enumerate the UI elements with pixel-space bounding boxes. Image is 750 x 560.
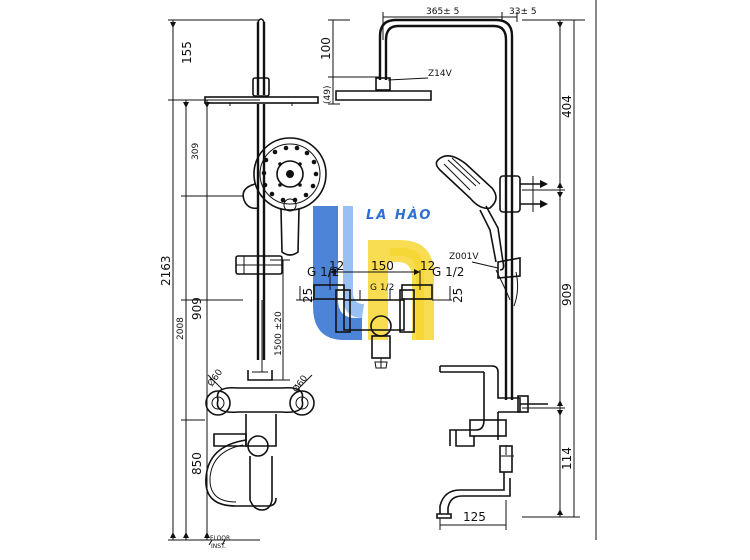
dim-base-height: 850 — [190, 452, 204, 475]
dim-thread-center: G 1/2 — [370, 283, 394, 293]
right-view-labels: 365± 5 33± 5 100 (49) Z14V 404 Z001V 909… — [319, 7, 574, 524]
mixer-body-front — [205, 370, 315, 511]
dim-arm-reach: 365± 5 — [426, 7, 459, 17]
dim-inlet-width: 150 — [371, 259, 394, 273]
dim-head-drop: 100 — [319, 37, 333, 60]
dim-offset-left: 12 — [329, 259, 344, 273]
dim-upper-height: 404 — [560, 95, 574, 118]
label-hand-model: Z001V — [449, 252, 479, 262]
center-inlet-view — [296, 269, 452, 369]
dim-top-offset: 33± 5 — [509, 7, 537, 17]
dim-offset-right: 12 — [420, 259, 435, 273]
dim-top-height: 155 — [180, 41, 194, 64]
dim-head-drop-paren: (49) — [323, 86, 333, 104]
dim-thread-left: G 1/2 — [307, 265, 339, 279]
la-hao-logo: LA HÀO — [313, 206, 434, 340]
logo-text: LA HÀO — [366, 207, 432, 223]
floor-label-inst: INST. — [211, 543, 226, 550]
dim-height-left: 25 — [301, 288, 315, 303]
center-view-labels: 150 G 1/2 12 G 1/2 12 G 1/2 25 25 — [301, 259, 465, 303]
label-head-model: Z14V — [428, 69, 453, 79]
left-front-view — [168, 18, 327, 546]
dim-rail-height: 909 — [190, 297, 204, 320]
dim-lower-height: 114 — [560, 447, 574, 470]
floor-label: FLOOR — [210, 535, 230, 542]
dim-total-height: 2163 — [159, 255, 173, 286]
dim-spout-reach: 125 — [463, 510, 486, 524]
dim-head-to-floor: 2008 — [176, 317, 186, 340]
mixer-body-side — [436, 365, 548, 519]
right-side-view — [328, 12, 585, 530]
dim-height-right: 25 — [451, 288, 465, 303]
dim-knob-diameter-left: Ø60 — [205, 367, 225, 389]
hand-shower-head-side — [435, 155, 521, 307]
dim-inlet-spacing: 1500 ±20 — [274, 311, 284, 356]
dim-rail-height-right: 909 — [560, 283, 574, 306]
dim-head-offset: 309 — [191, 143, 201, 160]
hand-shower-head-front — [253, 137, 327, 256]
left-view-labels: 155 2163 309 909 2008 1500 ±20 Ø60 Ø60 8… — [159, 41, 310, 550]
dim-thread-right: G 1/2 — [432, 265, 464, 279]
